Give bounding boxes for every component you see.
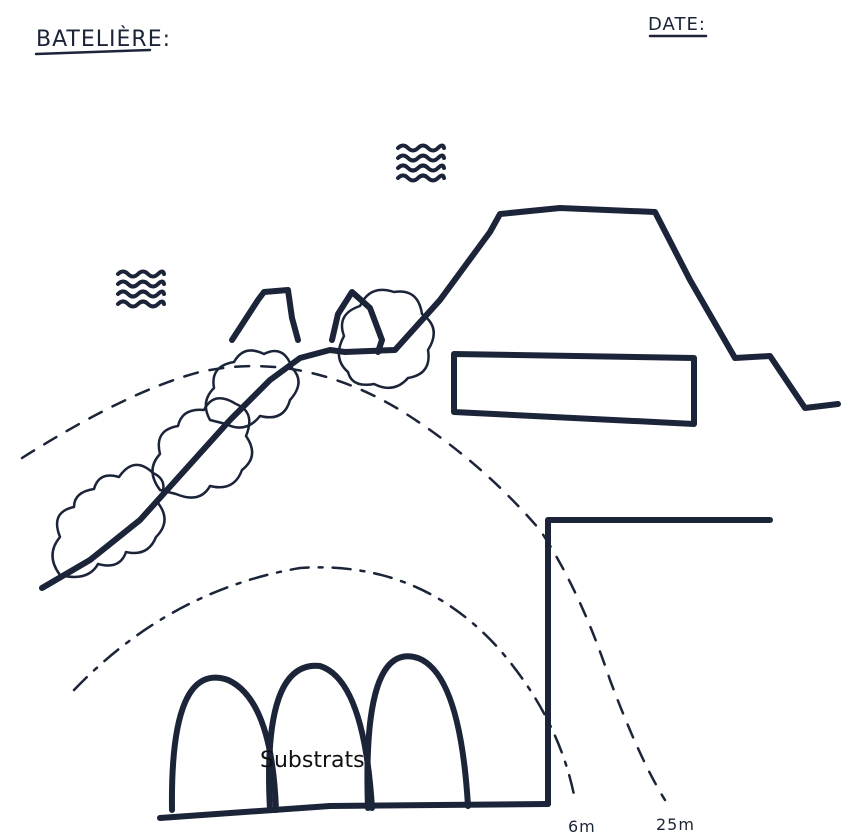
contour-6m: [22, 366, 665, 800]
rock-outline: [232, 290, 298, 340]
wall-dropoff: [548, 520, 770, 804]
substrate-arch: [172, 678, 276, 810]
wave-icon: [398, 146, 444, 181]
substrate-arch: [269, 666, 372, 810]
depth-label-6m: 6m: [568, 817, 596, 836]
depth-label-25m: 25m: [656, 815, 695, 834]
date-label: DATE:: [648, 14, 706, 35]
substrate-arch: [367, 656, 468, 808]
boatwoman-label: BATELIÈRE:: [36, 26, 171, 52]
wave-icon: [118, 272, 164, 307]
structure-block: [454, 354, 694, 424]
seabed: [160, 804, 548, 818]
substrate-label: Substrats: [260, 748, 365, 773]
